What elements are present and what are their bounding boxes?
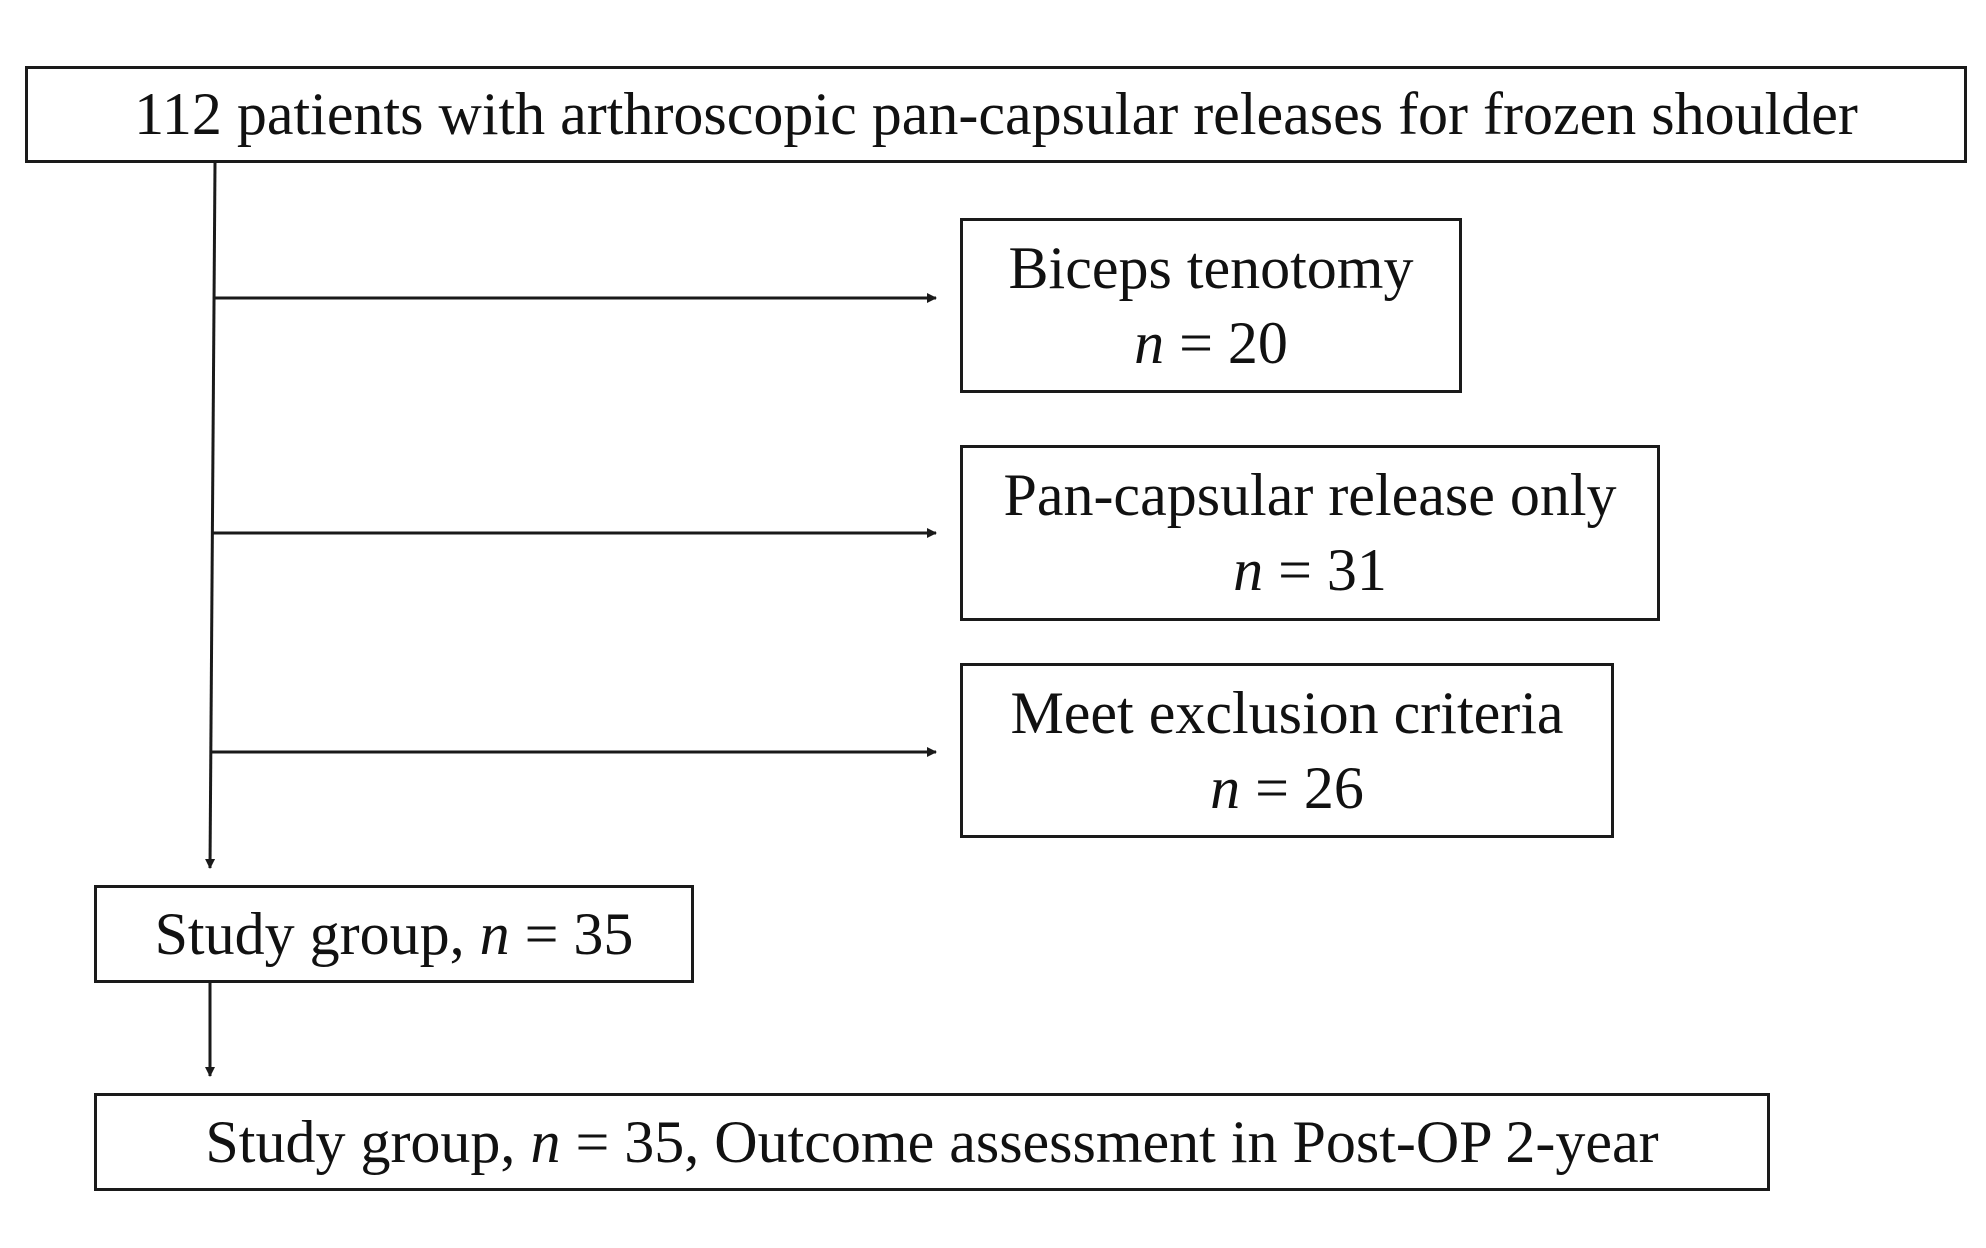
study-group-count: = 35 <box>509 900 634 967</box>
biceps-tenotomy-box: Biceps tenotomy n = 20 <box>960 218 1462 393</box>
main-vertical-line <box>205 162 217 869</box>
biceps-tenotomy-count: n = 20 <box>1134 306 1288 381</box>
enrolled-patients-box: 112 patients with arthroscopic pan-capsu… <box>25 66 1967 163</box>
pancapsular-release-box: Pan-capsular release only n = 31 <box>960 445 1660 621</box>
exclusion-criteria-box: Meet exclusion criteria n = 26 <box>960 663 1614 838</box>
n-symbol: n <box>530 1108 561 1175</box>
outcome-assessment-text: Study group, n = 35, Outcome assessment … <box>205 1105 1658 1180</box>
enrolled-patients-text: 112 patients with arthroscopic pan-capsu… <box>134 81 1858 147</box>
study-group-box: Study group, n = 35 <box>94 885 694 983</box>
n-symbol: n <box>479 900 510 967</box>
n-symbol: n <box>1233 537 1264 603</box>
count-value: = 26 <box>1240 754 1364 821</box>
outcome-assessment-box: Study group, n = 35, Outcome assessment … <box>94 1093 1770 1191</box>
pancapsular-release-label: Pan-capsular release only <box>1003 462 1617 528</box>
biceps-tenotomy-label: Biceps tenotomy <box>1008 234 1414 301</box>
study-group-text: Study group, n = 35 <box>155 897 634 972</box>
exclusion-criteria-count: n = 26 <box>1210 751 1364 826</box>
n-symbol: n <box>1210 754 1241 821</box>
count-value: = 31 <box>1263 537 1387 603</box>
outcome-prefix: Study group, <box>205 1108 531 1175</box>
pancapsular-release-count: n = 31 <box>1233 533 1387 608</box>
exclusion-criteria-label: Meet exclusion criteria <box>1010 679 1564 746</box>
count-value: = 20 <box>1164 309 1288 376</box>
study-group-prefix: Study group, <box>154 900 480 967</box>
n-symbol: n <box>1134 309 1165 376</box>
outcome-suffix: = 35, Outcome assessment in Post-OP 2-ye… <box>560 1108 1659 1175</box>
